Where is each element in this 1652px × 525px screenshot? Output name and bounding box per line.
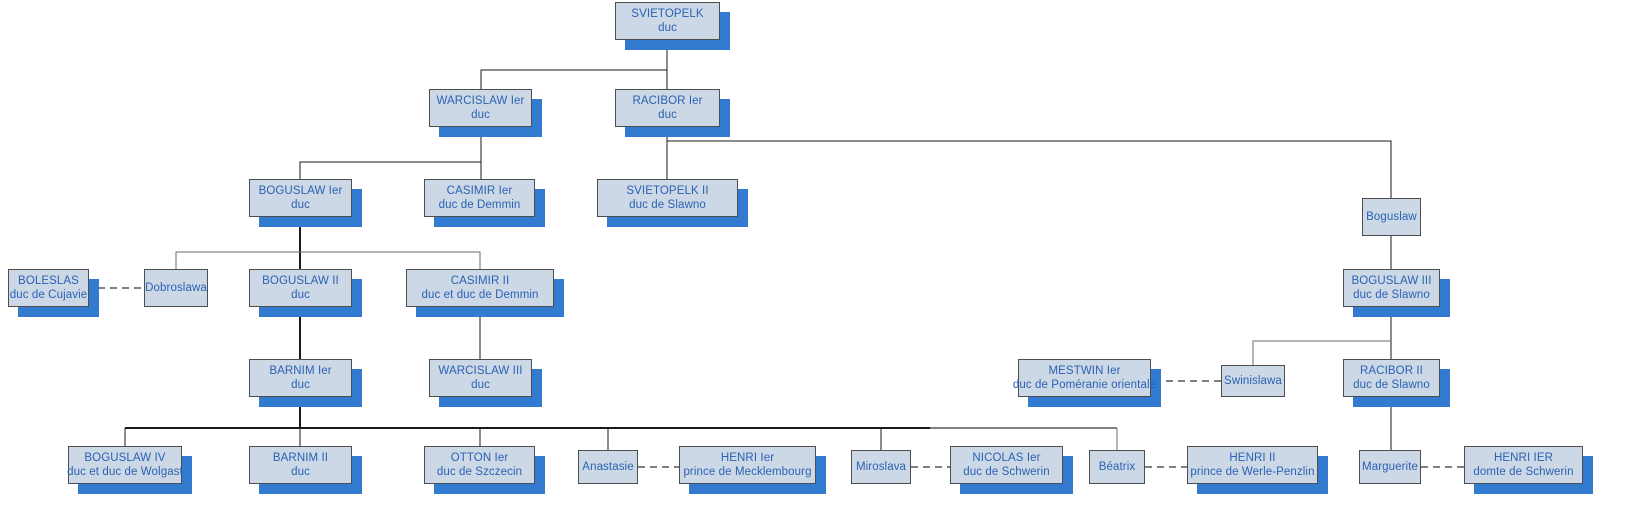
node-name: Dobroslawa (145, 281, 207, 294)
node-name: BOLESLAS (18, 274, 79, 287)
node-title: duc (291, 379, 310, 391)
node-henri2_werle[interactable]: HENRI II prince de Werle-Penzlin (1187, 446, 1318, 484)
node-title: duc de Slawno (629, 199, 706, 211)
node-title: duc de Slawno (1353, 289, 1430, 301)
node-title: duc (291, 466, 310, 478)
node-boguslaw_m[interactable]: Boguslaw (1362, 198, 1421, 236)
wire-racibor1-boguslaw-m (667, 140, 1392, 198)
node-racibor1[interactable]: RACIBOR Ier duc (615, 89, 720, 127)
node-boguslaw2[interactable]: BOGUSLAW II duc (249, 269, 352, 307)
node-warcislaw1[interactable]: WARCISLAW Ier duc (429, 89, 532, 127)
node-name: SVIETOPELK II (626, 184, 709, 197)
node-title: duc (658, 109, 677, 121)
node-barnim2[interactable]: BARNIM II duc (249, 446, 352, 484)
node-title: duc (291, 199, 310, 211)
node-name: Marguerite (1362, 460, 1418, 473)
node-boguslaw1[interactable]: BOGUSLAW Ier duc (249, 179, 352, 217)
node-title: duc (291, 289, 310, 301)
node-name: WARCISLAW Ier (436, 94, 525, 107)
node-name: BOGUSLAW Ier (258, 184, 343, 197)
node-name: HENRI II (1229, 451, 1276, 464)
node-name: HENRI Ier (720, 451, 775, 464)
node-boguslaw4[interactable]: BOGUSLAW IV duc et duc de Wolgast (67, 446, 183, 484)
node-name: BOGUSLAW III (1351, 274, 1432, 287)
node-title: domte de Schwerin (1473, 466, 1574, 478)
node-beatrix[interactable]: Béatrix (1089, 450, 1145, 484)
node-racibor2[interactable]: RACIBOR II duc de Slawno (1343, 359, 1440, 397)
node-name: Swinislawa (1224, 374, 1282, 387)
node-name: SVIETOPELK (631, 7, 704, 20)
node-name: Miroslava (855, 460, 907, 473)
node-henri1er_schw[interactable]: HENRI IER domte de Schwerin (1464, 446, 1583, 484)
node-name: BARNIM II (272, 451, 329, 464)
node-boleslas[interactable]: BOLESLAS duc de Cujavie (8, 269, 89, 307)
node-name: Boguslaw (1366, 210, 1417, 223)
node-name: CASIMIR II (450, 274, 510, 287)
node-name: BARNIM Ier (269, 364, 332, 377)
node-title: prince de Mecklembourg (683, 466, 812, 478)
node-title: duc (471, 379, 490, 391)
node-otton1[interactable]: OTTON Ier duc de Szczecin (424, 446, 535, 484)
node-title: duc de Poméranie orientale (1012, 379, 1157, 391)
node-boguslaw3[interactable]: BOGUSLAW III duc de Slawno (1343, 269, 1440, 307)
node-title: duc de Cujavie (9, 289, 88, 301)
node-name: CASIMIR Ier (446, 184, 513, 197)
node-anastasie[interactable]: Anastasie (578, 450, 638, 484)
node-name: RACIBOR II (1360, 364, 1423, 377)
node-name: RACIBOR Ier (632, 94, 703, 107)
node-title: duc et duc de Demmin (421, 289, 539, 301)
node-name: Béatrix (1098, 460, 1136, 473)
node-title: duc de Demmin (438, 199, 521, 211)
node-name: BOGUSLAW IV (84, 451, 166, 464)
node-barnim1[interactable]: BARNIM Ier duc (249, 359, 352, 397)
node-title: duc (471, 109, 490, 121)
node-title: prince de Werle-Penzlin (1190, 466, 1315, 478)
node-mestwin1[interactable]: MESTWIN Ier duc de Poméranie orientale (1013, 359, 1156, 397)
node-name: Anastasie (582, 460, 634, 473)
node-title: duc de Slawno (1353, 379, 1430, 391)
node-title: duc de Szczecin (436, 466, 523, 478)
node-svietopelk2[interactable]: SVIETOPELK II duc de Slawno (597, 179, 738, 217)
node-name: BOGUSLAW II (262, 274, 339, 287)
node-warcislaw3[interactable]: WARCISLAW III duc (429, 359, 532, 397)
node-miroslava[interactable]: Miroslava (851, 450, 911, 484)
wire-boguslaw1-dobroslawa (175, 251, 300, 269)
node-dobroslawa[interactable]: Dobroslawa (144, 269, 208, 307)
node-marguerite[interactable]: Marguerite (1359, 450, 1421, 484)
wire-boguslaw1-casimir2 (300, 251, 481, 269)
node-title: duc (658, 22, 677, 34)
node-henri1_meck[interactable]: HENRI Ier prince de Mecklembourg (679, 446, 816, 484)
node-svietopelk[interactable]: SVIETOPELK duc (615, 2, 720, 40)
node-name: HENRI IER (1493, 451, 1554, 464)
node-name: NICOLAS Ier (972, 451, 1041, 464)
node-swinislawa[interactable]: Swinislawa (1221, 365, 1285, 397)
node-title: duc de Schwerin (963, 466, 1050, 478)
node-nicolas1[interactable]: NICOLAS Ier duc de Schwerin (950, 446, 1063, 484)
node-name: WARCISLAW III (438, 364, 523, 377)
node-casimir2[interactable]: CASIMIR II duc et duc de Demmin (406, 269, 554, 307)
node-casimir1[interactable]: CASIMIR Ier duc de Demmin (424, 179, 535, 217)
node-title: duc et duc de Wolgast (67, 466, 183, 478)
node-name: OTTON Ier (450, 451, 509, 464)
node-name: MESTWIN Ier (1048, 364, 1121, 377)
